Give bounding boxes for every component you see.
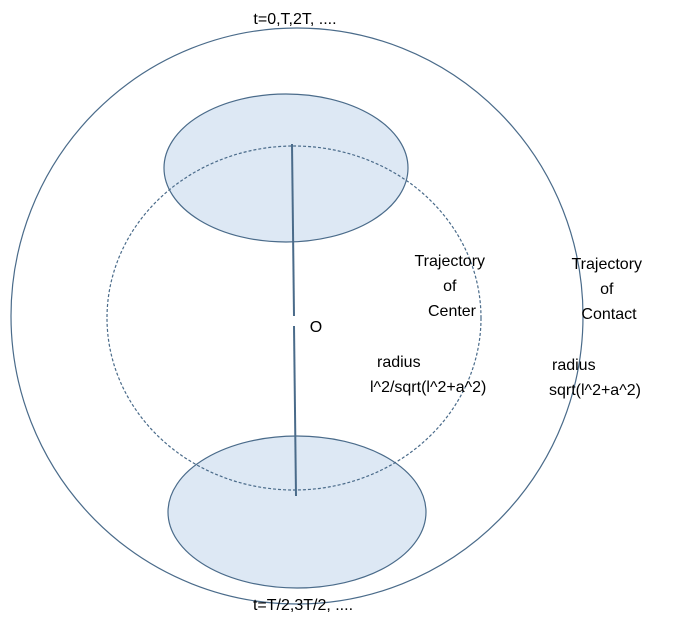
top-time-label: t=0,T,2T, .... bbox=[253, 11, 336, 28]
axle-lower bbox=[293, 325, 297, 497]
contact-trajectory-circle bbox=[10, 27, 584, 605]
axle-upper bbox=[291, 143, 295, 317]
center-trajectory-circle bbox=[106, 145, 482, 491]
top-disk bbox=[163, 93, 409, 243]
bottom-time-label: t=T/2,3T/2, .... bbox=[253, 597, 353, 614]
contact-radius-label: radius sqrt(l^2+a^2) bbox=[549, 357, 641, 399]
bottom-disk bbox=[167, 435, 427, 589]
center-trajectory-label: Trajectory of Center bbox=[415, 253, 490, 320]
center-radius-label: radius l^2/sqrt(l^2+a^2) bbox=[370, 354, 486, 396]
center-point-label: O bbox=[310, 319, 322, 336]
contact-trajectory-label: Trajectory of Contact bbox=[572, 256, 647, 323]
